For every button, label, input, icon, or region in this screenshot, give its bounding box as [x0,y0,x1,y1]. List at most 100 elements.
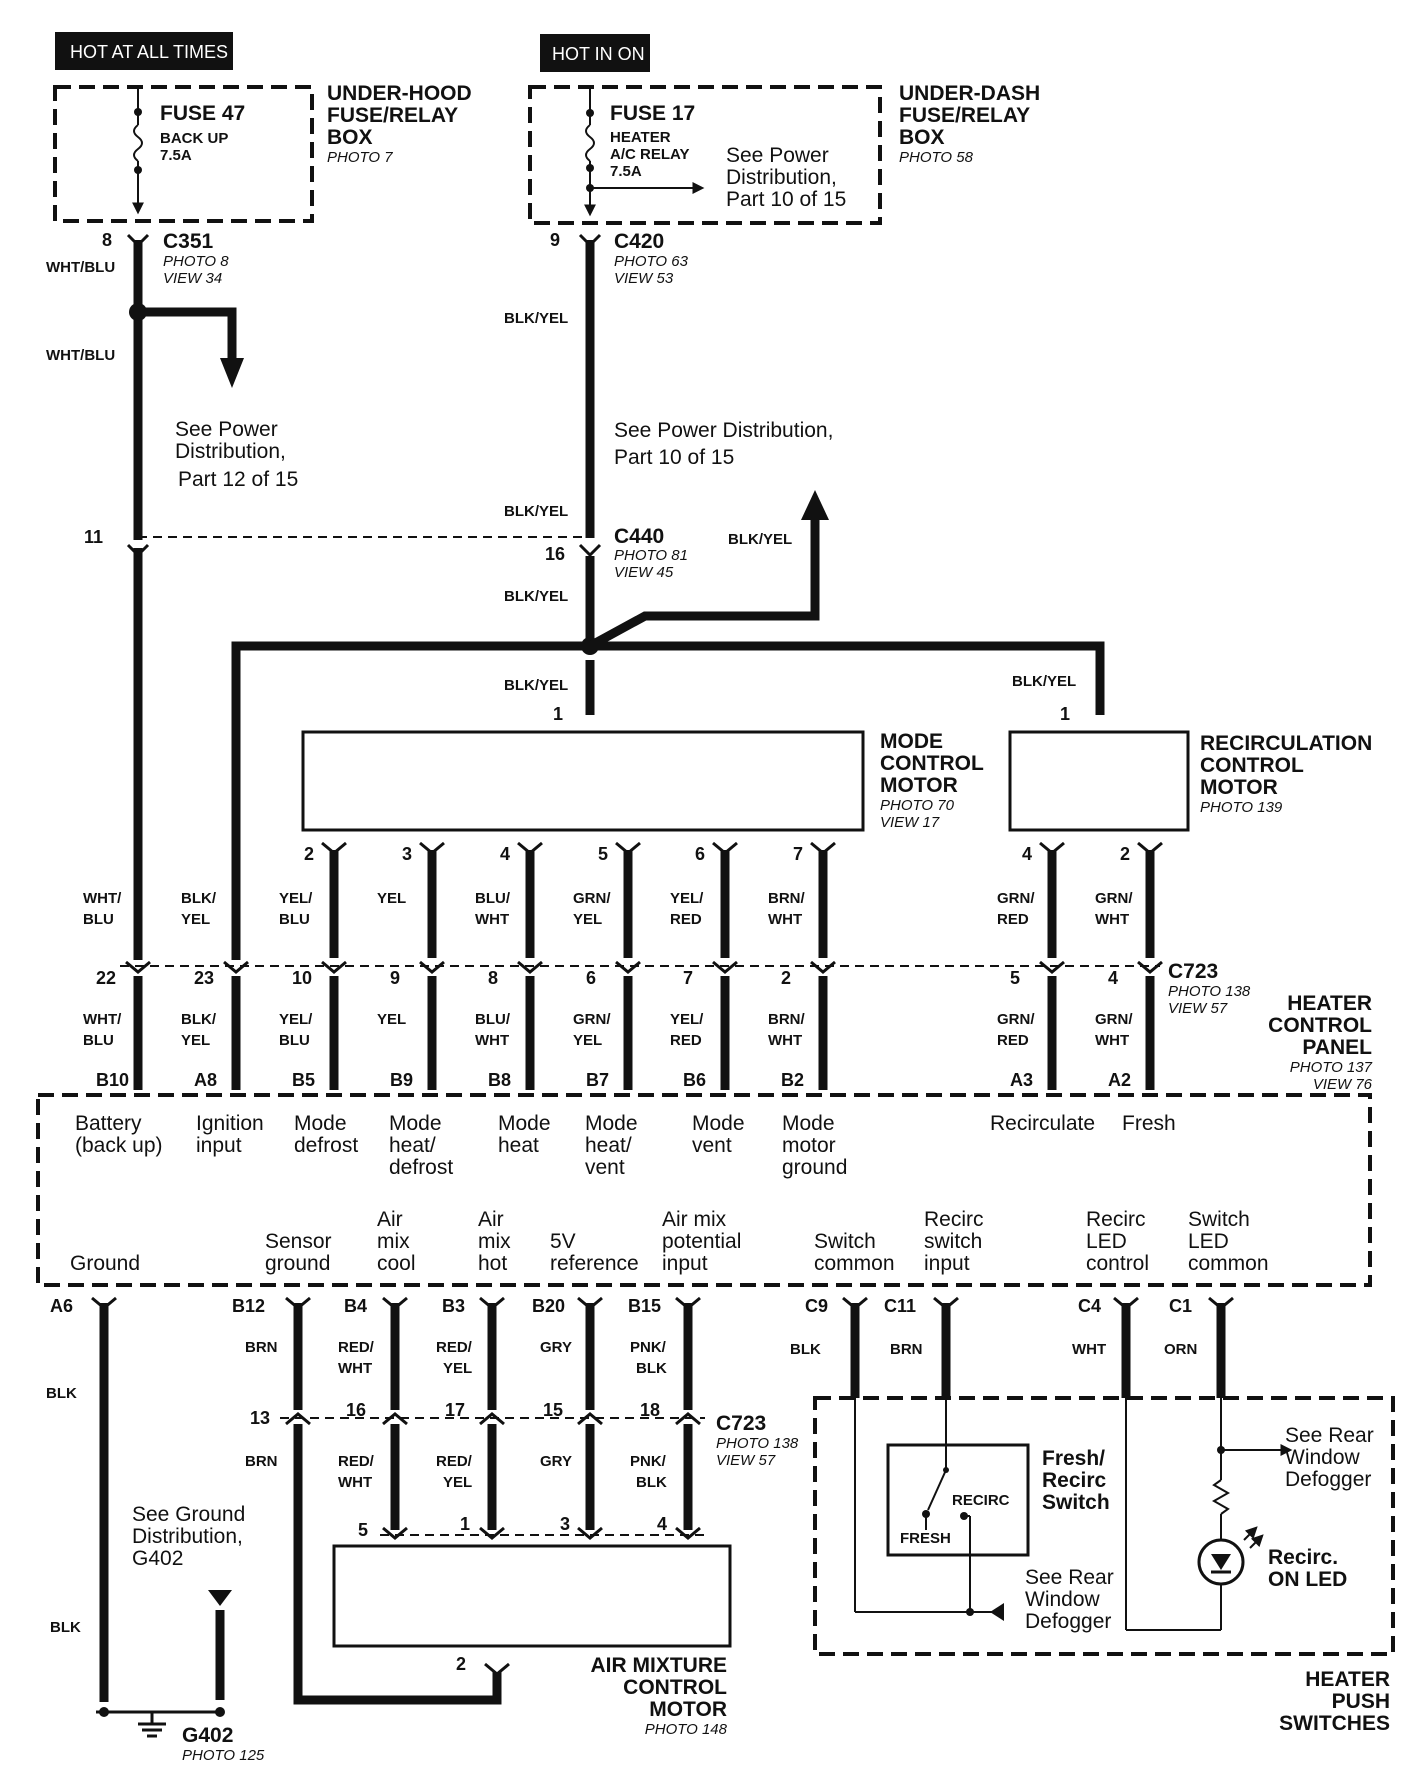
panel-top-function: heat/ [585,1134,632,1157]
recirc-motor-title-3: MOTOR [1200,776,1278,799]
lower-wire-color: BLU [279,1032,310,1049]
recirc-motor-pin: 1 [1060,704,1070,724]
c723-lower-pin-18: 18 [640,1400,660,1420]
connector-cap [577,1296,603,1310]
pin-b20: B20 [532,1296,565,1316]
hot-in-on-label: HOT IN ON [552,44,645,64]
air-motor-photo: PHOTO 148 [645,1721,728,1738]
lower-wire-color: YEL [181,1032,210,1049]
b15-wire-2b: BLK [636,1474,667,1491]
panel-top-function: vent [585,1156,625,1179]
connector-cap [382,1412,408,1426]
ground-see-1: See Ground [132,1503,245,1526]
upper-wire-color: GRN/ [997,890,1035,907]
lower-wire-color: YEL/ [670,1011,704,1028]
air-motor-pin-5: 5 [358,1520,368,1540]
air-motor-pin-1: 1 [460,1514,470,1534]
underdash-box-photo: PHOTO 58 [899,149,974,166]
panel-bottom-function: cool [377,1252,416,1275]
c723-upper-pin: 5 [1010,968,1020,988]
c440-wire-below: BLK/YEL [504,588,568,605]
ground-name: G402 [182,1724,233,1747]
a6-wire-1: BLK [46,1385,77,1402]
upper-wire-color: WHT [1095,911,1129,928]
c1-wire: ORN [1164,1341,1197,1358]
air-mixture-motor-box [332,1544,732,1648]
lower-wire-color: BLU [83,1032,114,1049]
connector-cap [933,1296,959,1310]
connector-cap [1208,1296,1234,1310]
panel-top-function: Mode [585,1112,638,1135]
connector-cap [285,1296,311,1310]
c420-photo: PHOTO 63 [614,253,689,270]
c723-upper-pin: 7 [683,968,693,988]
lower-wire-color: WHT [1095,1032,1129,1049]
led-title-1: Recirc. [1268,1546,1338,1569]
panel-top-function: Mode [294,1112,347,1135]
c420-name: C420 [614,230,664,253]
lower-wire-color: BRN/ [768,1011,805,1028]
panel-title-2: CONTROL [1268,1014,1372,1037]
see-pd10-1: See Power Distribution, [614,419,833,442]
b20-wire-2: GRY [540,1453,572,1470]
c440-view: VIEW 45 [614,564,674,581]
panel-bottom-function: input [924,1252,970,1275]
underdash-box-title-1: UNDER-DASH [899,82,1040,105]
panel-top-function: vent [692,1134,732,1157]
connector-cap [675,1412,701,1426]
upper-wire-color: YEL/ [670,890,704,907]
pin-b15: B15 [628,1296,661,1316]
lower-wire-color: YEL [377,1011,406,1028]
c440-wire-branch: BLK/YEL [728,531,792,548]
switch-see-2: Window [1025,1588,1101,1611]
underhood-box-title-2: FUSE/RELAY [327,104,458,127]
fuse-17-desc-1: HEATER [610,129,671,146]
lower-wire-color: WHT/ [83,1011,122,1028]
panel-bottom-function: Switch [814,1230,876,1253]
fr-switch-title-1: Fresh/ [1042,1447,1105,1470]
panel-view: VIEW 76 [1313,1076,1373,1093]
panel-bottom-function: Switch [1188,1208,1250,1231]
pin-c9: C9 [805,1296,828,1316]
panel-bottom-function: mix [377,1230,410,1253]
c723-upper-pin: 10 [292,968,312,988]
c351-name: C351 [163,230,214,253]
panel-top-function: Recirculate [990,1112,1095,1135]
lower-wire-color: BLK/ [181,1011,217,1028]
panel-title-3: PANEL [1302,1036,1372,1059]
lower-wire-color: WHT [768,1032,802,1049]
c420-wire-color: BLK/YEL [504,310,568,327]
panel-top-function: Mode [782,1112,835,1135]
c9-wire: BLK [790,1341,821,1358]
panel-top-function: heat [498,1134,539,1157]
panel-top-function: Mode [692,1112,745,1135]
connector-cap [842,1296,868,1310]
upper-wire-color: WHT [475,911,509,928]
connector-cap [1113,1296,1139,1310]
panel-bottom-function: Sensor [265,1230,332,1253]
pin-c11: C11 [884,1296,916,1316]
underdash-see-3: Part 10 of 15 [726,188,846,211]
c11-wire: BRN [890,1341,923,1358]
air-motor-title-2: CONTROL [623,1676,727,1699]
upper-wire-color: YEL [377,890,406,907]
underhood-box-title-1: UNDER-HOOD [327,82,472,105]
connector-cap [382,1296,408,1310]
panel-bottom-function: Recirc [1086,1208,1146,1231]
b15-wire-2a: PNK/ [630,1453,667,1470]
hot-in-on-badge [540,34,650,72]
panel-top-function: defrost [294,1134,358,1157]
panel-pin: A3 [1010,1070,1033,1090]
panel-bottom-function: LED [1086,1230,1127,1253]
underdash-box-title-3: BOX [899,126,945,149]
underdash-fuse-box [528,85,882,225]
air-motor-pin-2: 2 [456,1654,466,1674]
panel-bottom-function: Air [377,1208,403,1231]
